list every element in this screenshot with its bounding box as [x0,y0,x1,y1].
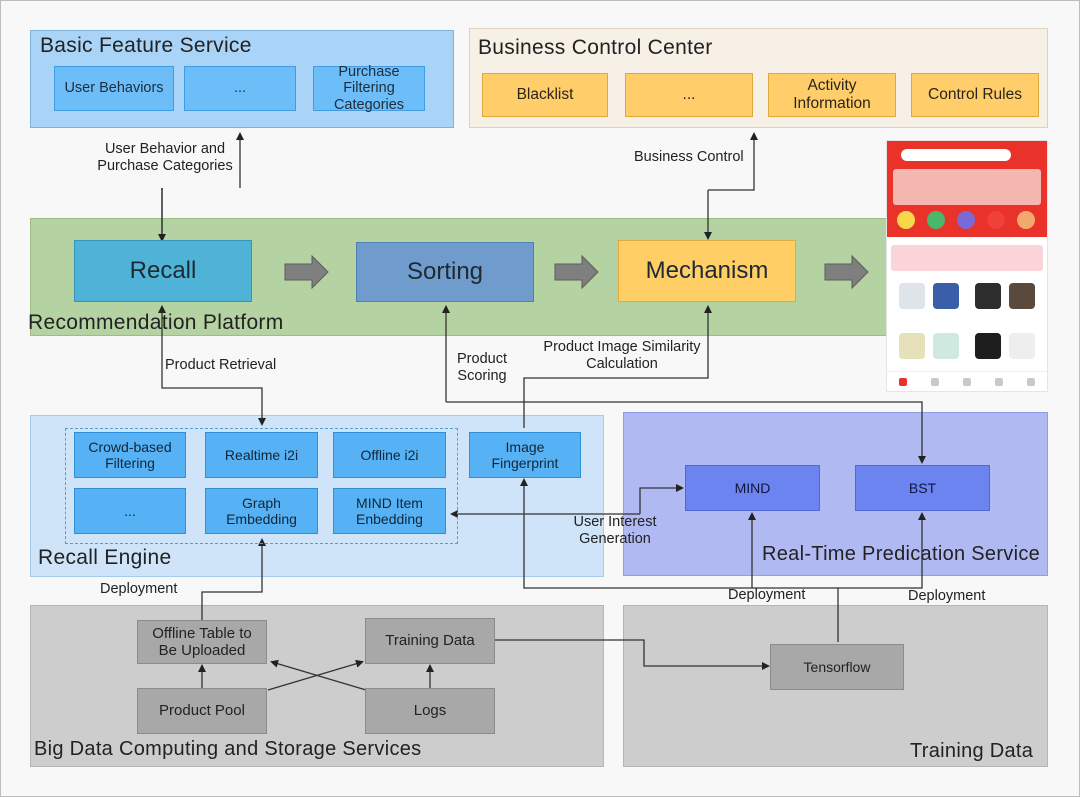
activity-information-box: Activity Information [768,73,896,117]
recommendation-platform-title: Recommendation Platform [28,311,284,334]
image-fingerprint-box: Image Fingerprint [469,432,581,478]
tensorflow-box: Tensorflow [770,644,904,690]
control-rules-box: Control Rules [911,73,1039,117]
category-nav-icon [931,378,939,386]
recall-methods-group [65,428,458,544]
discover-icon [963,378,971,386]
business-control-center-title: Business Control Center [478,36,713,59]
realtime-i2i-box: Realtime i2i [205,432,318,478]
product-thumbnail [975,283,1001,309]
product-thumbnail [1009,283,1035,309]
logs-box: Logs [365,688,495,734]
sorting-stage-box: Sorting [356,242,534,302]
user-interest-label: User Interest Generation [573,514,657,548]
mobile-app-screenshot [886,140,1048,392]
profile-icon [1027,378,1035,386]
image-similarity-label: Product Image Similarity Calculation [543,339,701,373]
graph-embedding-box: Graph Embedding [205,488,318,534]
deployment-left-label: Deployment [100,581,178,597]
training-data-box: Training Data [365,618,495,664]
training-data-panel [623,605,1048,767]
mind-model-box: MIND [685,465,820,511]
category-icon [1017,211,1035,229]
offline-i2i-box: Offline i2i [333,432,446,478]
basic-feature-service-title: Basic Feature Service [40,34,252,57]
mechanism-stage-box: Mechanism [618,240,796,302]
big-data-title: Big Data Computing and Storage Services [34,738,422,760]
mind-item-embedding-box: MIND Item Enbedding [333,488,446,534]
category-icon [897,211,915,229]
product-thumbnail [899,283,925,309]
product-scoring-label: Product Scoring [457,351,507,385]
product-thumbnail [933,283,959,309]
business-ellipsis-box: ... [625,73,753,117]
basic-ellipsis-box: ... [184,66,296,111]
user-behaviors-box: User Behaviors [54,66,174,111]
recall-ellipsis-box: ... [74,488,186,534]
offline-table-box: Offline Table to Be Uploaded [137,620,267,664]
product-thumbnail [975,333,1001,359]
big-data-panel [30,605,604,767]
app-header-banner [887,141,1047,237]
recall-stage-box: Recall [74,240,252,302]
training-data-title: Training Data [910,740,1034,762]
purchase-filtering-box: Purchase Filtering Categories [313,64,425,113]
product-thumbnail [1009,333,1035,359]
category-icon [927,211,945,229]
crowd-filtering-box: Crowd-based Filtering [74,432,186,478]
product-pool-box: Product Pool [137,688,267,734]
user-behavior-label: User Behavior and Purchase Categories [97,141,233,175]
category-icon [987,211,1005,229]
business-control-label: Business Control [634,149,744,165]
cart-icon [995,378,1003,386]
blacklist-box: Blacklist [482,73,608,117]
realtime-prediction-title: Real-Time Predication Service [762,543,1041,565]
deployment-mid-label: Deployment [728,587,806,603]
bst-model-box: BST [855,465,990,511]
product-thumbnail [899,333,925,359]
category-icon [957,211,975,229]
promo-strip [891,245,1043,271]
home-icon [899,378,907,386]
app-bottom-nav [887,371,1047,391]
promo-banner [893,169,1041,205]
deployment-right-label: Deployment [908,588,986,604]
search-icon [901,149,1011,161]
recall-engine-title: Recall Engine [38,546,172,569]
product-retrieval-label: Product Retrieval [165,357,277,373]
product-thumbnail [933,333,959,359]
